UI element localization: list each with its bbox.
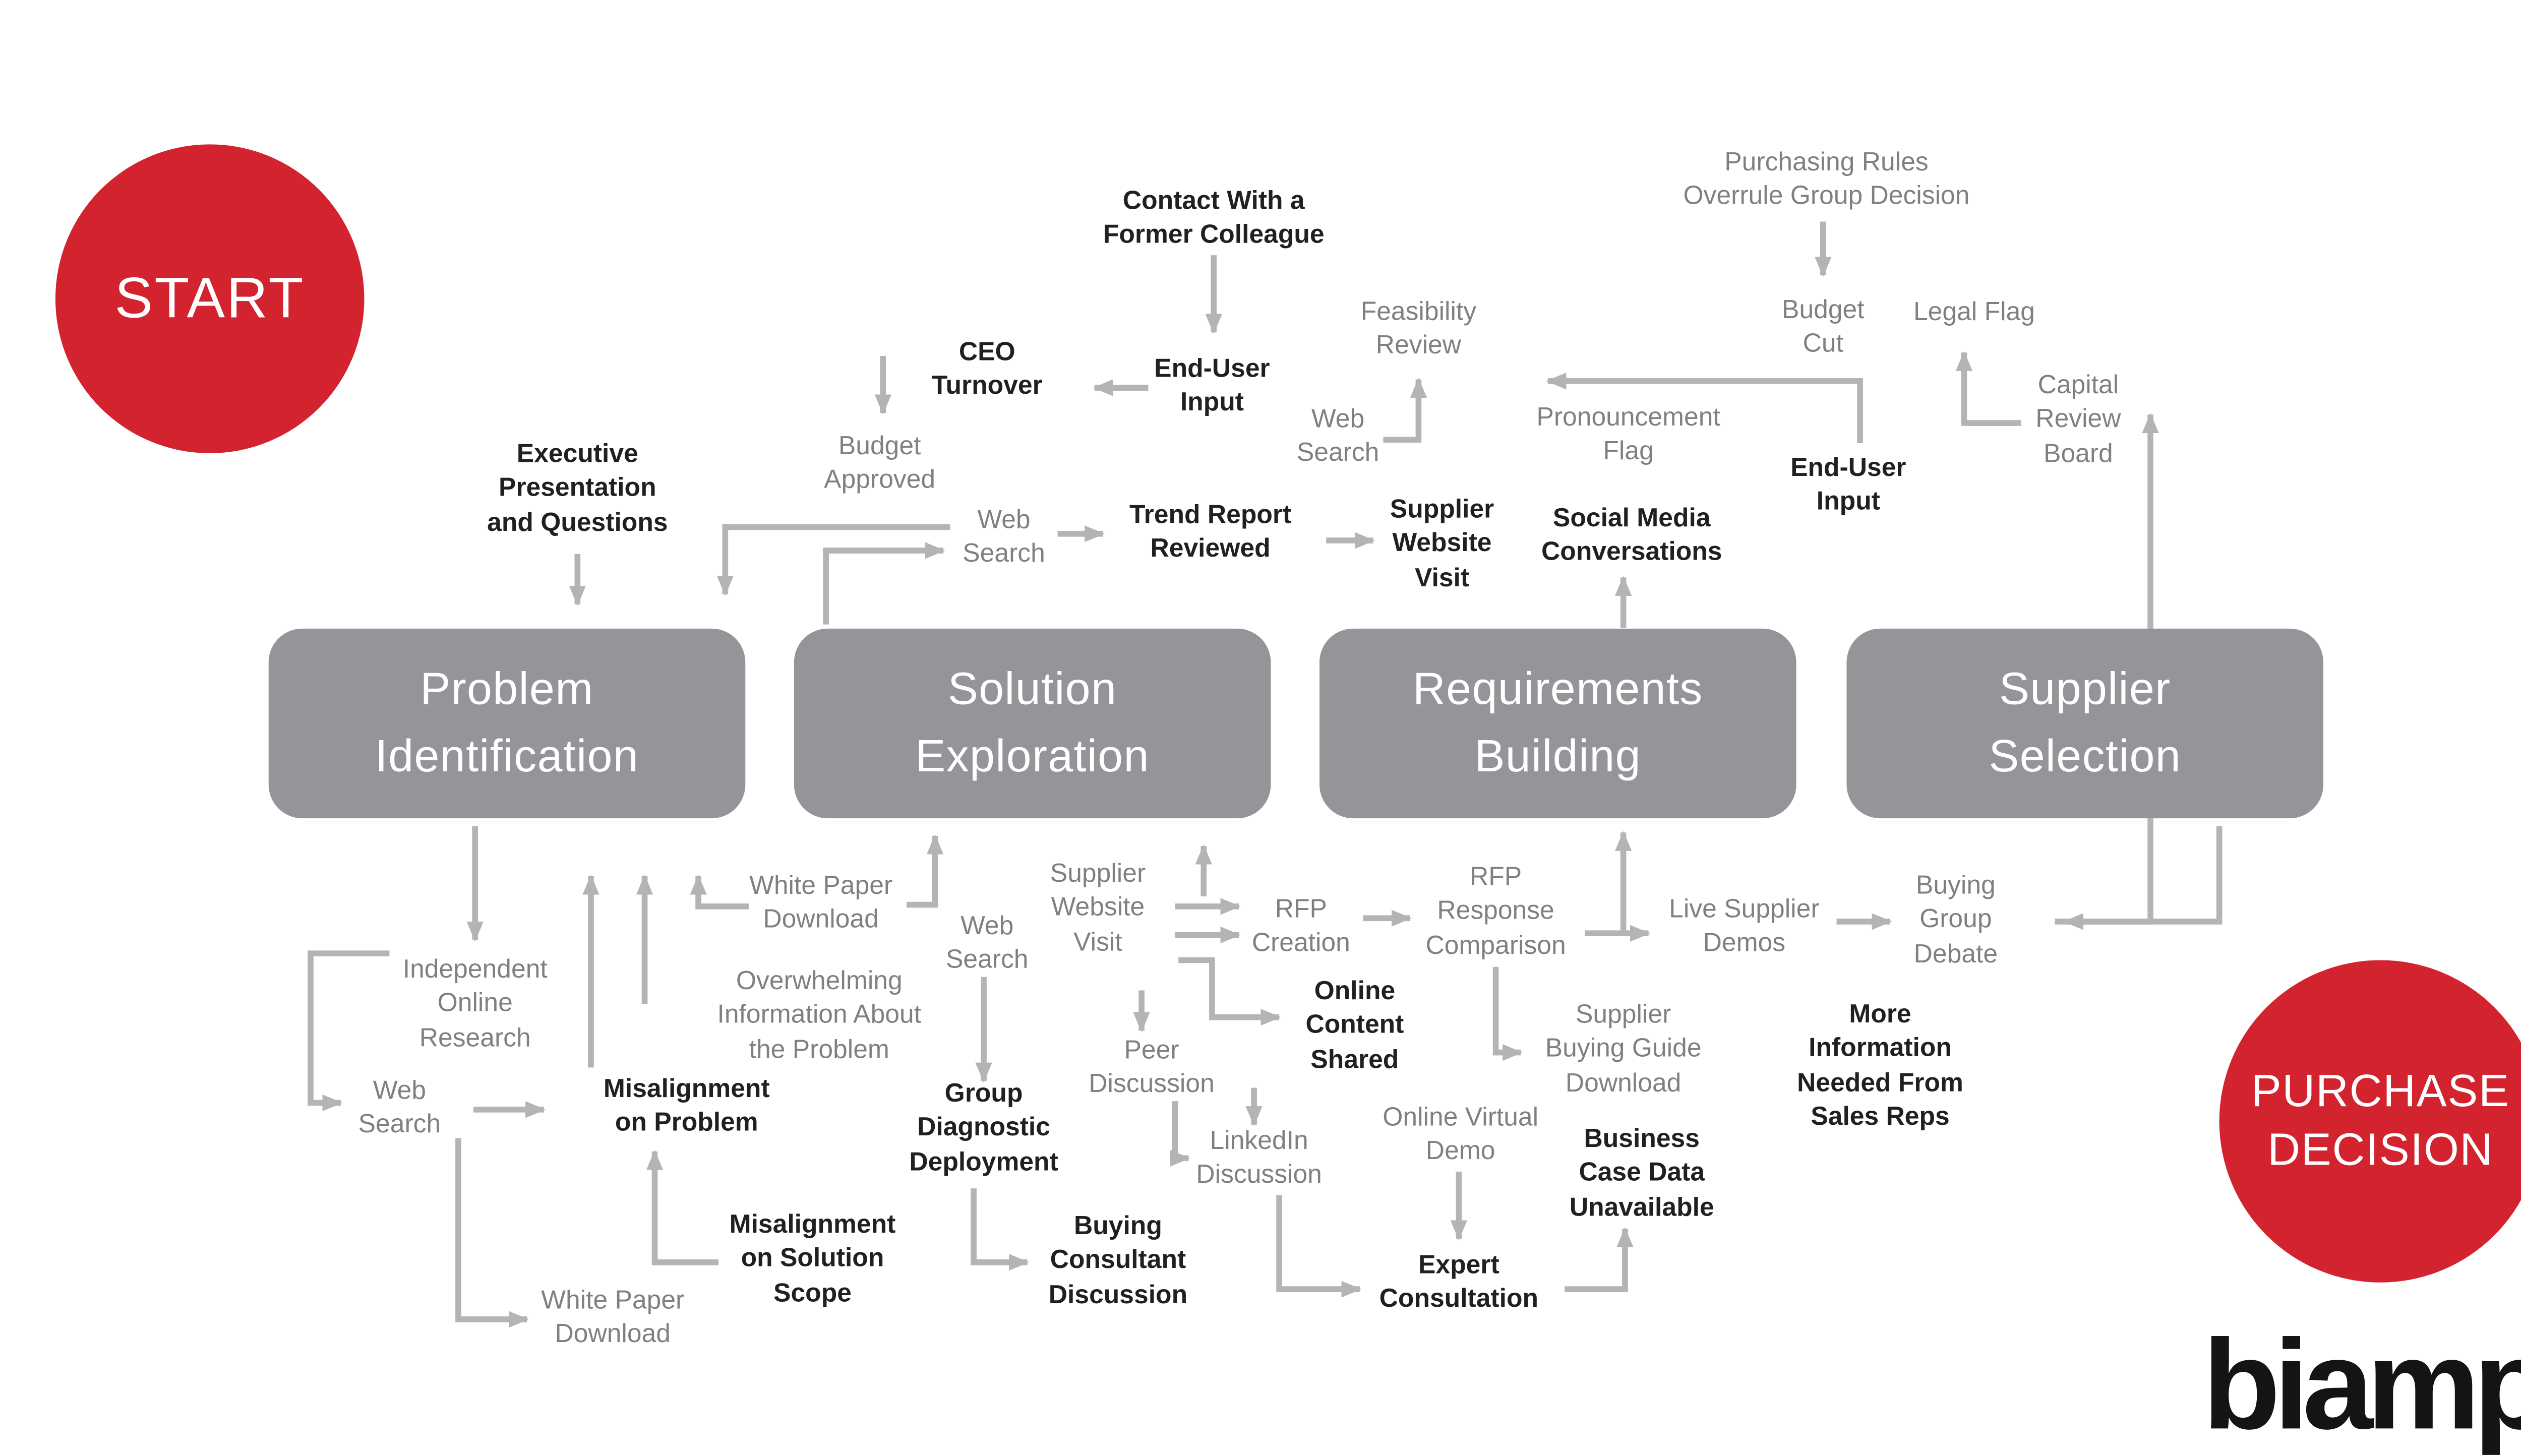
node-end-user-input-right: End-User Input [1790,454,1906,517]
node-feasibility-review: Feasibility Review [1360,298,1477,361]
flow-arrow [308,950,390,1112]
flow-arrow [1955,350,2021,426]
stage-requirements-building: Requirements Building [1319,628,1796,819]
node-peer-discussion: Peer Discussion [1089,1037,1215,1100]
biamp-logo: biamp.™ [2202,1322,2521,1450]
node-live-supplier-demos: Live Supplier Demos [1669,895,1820,959]
node-web-search-solution: Web Search [945,912,1029,976]
biamp-logo-text: biamp [2202,1314,2521,1456]
node-contact-with-former-colleague: Contact With a Former Colleague [1103,187,1325,251]
node-pronouncement-flag: Pronouncement Flag [1536,403,1720,467]
flow-arrow [1492,966,1523,1061]
node-ceo-turnover: CEO Turnover [931,338,1043,401]
node-online-content-shared: Online Content Shared [1305,977,1404,1075]
node-social-media-conversations: Social Media Conversations [1541,504,1722,568]
node-independent-online-research: Independent Online Research [402,955,548,1053]
flow-arrow [1276,1195,1362,1298]
flow-arrow [1383,378,1427,443]
node-rfp-creation: RFP Creation [1251,895,1350,959]
node-end-user-input-top: End-User Input [1154,355,1270,418]
node-budget-cut: Budget Cut [1782,296,1865,359]
flow-arrow [1565,1227,1634,1292]
flow-arrow [823,542,945,625]
node-supplier-website-visit-bottom: Supplier Website Visit [1050,860,1146,957]
node-misalignment-on-problem: Misalignment on Problem [603,1075,770,1138]
node-supplier-website-visit-top: Supplier Website Visit [1390,496,1494,593]
flow-arrow [716,524,950,596]
flow-arrow [455,1138,529,1328]
node-web-search-top-middle: Web Search [963,506,1045,569]
node-web-search-feasibility: Web Search [1296,405,1379,468]
flow-arrow [1178,957,1281,1026]
node-misalignment-on-solution-scope: Misalignment on Solution Scope [729,1210,896,1308]
stage-problem-identification: Problem Identification [268,628,746,819]
flow-arrow [646,1149,719,1265]
node-white-paper-download-problem: White Paper Download [541,1287,685,1350]
node-linkedin-discussion: LinkedIn Discussion [1196,1127,1322,1190]
node-rfp-response-comparison: RFP Response Comparison [1425,863,1566,961]
node-legal-flag: Legal Flag [1913,298,2035,327]
flow-arrow [971,1188,1029,1271]
node-executive-presentation: Executive Presentation and Questions [487,440,668,538]
node-supplier-buying-guide-download: Supplier Buying Guide Download [1545,1001,1702,1099]
node-buying-consultant-discussion: Buying Consultant Discussion [1048,1212,1188,1310]
flow-arrow [2063,826,2223,930]
node-business-case-data-unavailable: Business Case Data Unavailable [1569,1125,1714,1223]
flow-arrow [690,874,749,909]
node-overwhelming-information: Overwhelming Information About the Probl… [717,967,922,1065]
node-white-paper-download-solution: White Paper Download [749,872,893,935]
flow-arrow [1546,373,1863,443]
node-capital-review-board: Capital Review Board [2035,371,2121,469]
start-circle: START [55,144,365,453]
node-trend-report-reviewed: Trend Report Reviewed [1129,501,1292,564]
flow-arrow [906,834,944,908]
node-online-virtual-demo: Online Virtual Demo [1383,1104,1539,1167]
node-budget-approved: Budget Approved [824,432,936,496]
stage-solution-exploration: Solution Exploration [794,628,1271,819]
node-more-information-needed: More Information Needed From Sales Reps [1797,1000,1963,1132]
node-buying-group-debate: Buying Group Debate [1913,872,1998,969]
node-web-search-problem: Web Search [358,1077,441,1140]
node-expert-consultation: Expert Consultation [1379,1251,1539,1314]
purchase-decision-circle: PURCHASE DECISION [2219,960,2521,1283]
node-purchasing-rules-overrule: Purchasing Rules Overrule Group Decision [1683,148,1970,212]
stage-supplier-selection: Supplier Selection [1846,628,2324,819]
node-group-diagnostic-deployment: Group Diagnostic Deployment [909,1079,1058,1177]
flow-arrow [1170,1101,1190,1167]
